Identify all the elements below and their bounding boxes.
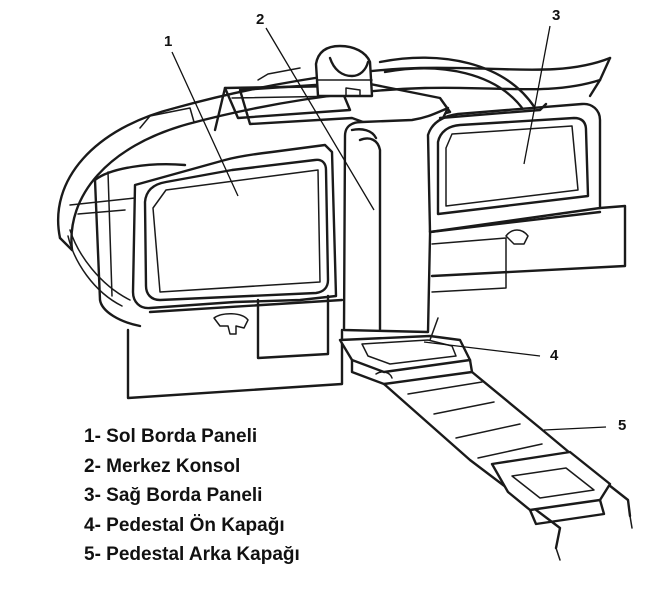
leader-1 [171,51,239,197]
callout-4: 4 [550,347,559,364]
legend-item-5: 5- Pedestal Arka Kapağı [84,544,300,565]
callout-1: 1 [164,33,173,50]
leader-5 [543,426,607,431]
left-shell [69,163,187,328]
leader-3 [523,25,551,165]
callout-3: 3 [552,7,561,24]
center-console-2 [238,44,452,334]
leader-4 [423,341,541,357]
left-panel-1 [131,84,352,310]
glareshield-frame [57,56,612,307]
legend-item-3: 3- Sağ Borda Paneli [84,485,263,506]
callout-5: 5 [618,417,627,434]
callout-2: 2 [256,11,265,28]
leader-2 [265,27,375,211]
parts-legend: 1- Sol Borda Paneli 2- Merkez Konsol 3- … [84,422,300,570]
left-lower-box [126,294,344,400]
right-panel-3 [426,102,627,293]
legend-item-1: 1- Sol Borda Paneli [84,426,258,447]
pedestal-rear-cover-5 [382,370,633,561]
legend-item-2: 2- Merkez Konsol [84,455,241,477]
leader-lines [171,25,607,431]
legend-item-4: 4- Pedestal Ön Kapağı [84,514,285,536]
